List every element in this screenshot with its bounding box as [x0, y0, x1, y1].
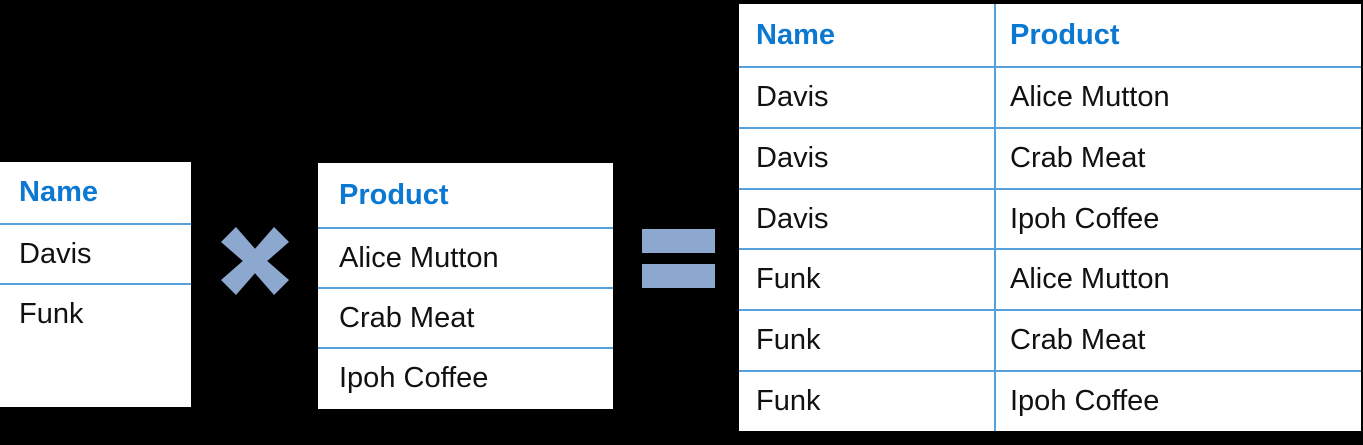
result-cell-product: Alice Mutton: [994, 248, 1361, 310]
name-table: Name Davis Funk: [0, 162, 191, 407]
name-table-row: Funk: [0, 283, 191, 343]
result-cell-product: Ipoh Coffee: [994, 370, 1361, 431]
product-table: Product Alice Mutton Crab Meat Ipoh Coff…: [318, 163, 613, 409]
result-header-name: Name: [756, 18, 835, 51]
product-table-row: Crab Meat: [318, 287, 613, 347]
name-table-header: Name: [19, 176, 98, 208]
result-header-product: Product: [994, 4, 1361, 66]
name-table-empty-space: [0, 343, 191, 407]
result-cell-name: Funk: [739, 309, 994, 370]
result-cell-name: Davis: [739, 187, 994, 249]
equals-bottom-bar: [642, 264, 715, 288]
result-cell-name: Funk: [739, 248, 994, 309]
result-table: Name Product Davis Alice Mutton Davis Cr…: [739, 4, 1361, 431]
result-cell-product: Crab Meat: [994, 126, 1361, 188]
product-table-row: Alice Mutton: [318, 227, 613, 287]
multiply-icon: [221, 227, 289, 295]
result-cell-name: Davis: [739, 66, 994, 127]
product-table-header: Product: [339, 178, 449, 211]
result-cell-product: Ipoh Coffee: [994, 187, 1361, 249]
result-cell-name: Davis: [739, 126, 994, 188]
equals-top-bar: [642, 229, 715, 253]
result-cell-product: Alice Mutton: [994, 66, 1361, 127]
product-table-row: Ipoh Coffee: [318, 347, 613, 407]
result-cell-product: Crab Meat: [994, 309, 1361, 371]
name-table-row: Davis: [0, 223, 191, 283]
equals-icon: [642, 229, 715, 288]
result-cell-name: Funk: [739, 370, 994, 431]
